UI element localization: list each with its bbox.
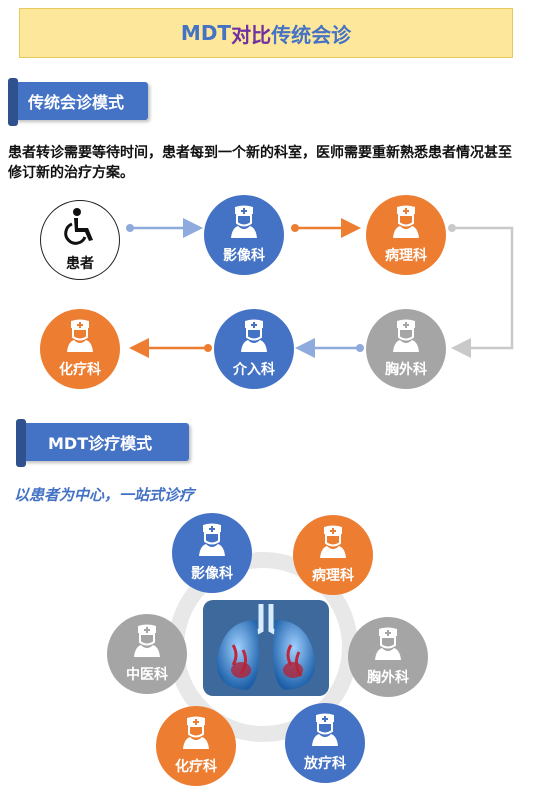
nurse-icon <box>241 319 267 352</box>
arrow-interventional-to-chemo <box>129 338 212 358</box>
node-interventional: 介入科 <box>214 309 294 389</box>
mdt-heading-text: MDT诊疗模式 <box>48 434 153 453</box>
mdt-node-chemotherapy: 化疗科 <box>156 706 236 786</box>
arrow-pathology-to-thoracic <box>448 224 514 358</box>
mdt-node-radiotherapy-label: 放疗科 <box>304 756 346 772</box>
mdt-heading: MDT诊疗模式 <box>16 419 189 467</box>
traditional-heading-text: 传统会诊模式 <box>28 93 125 112</box>
nurse-icon <box>183 716 209 749</box>
nurse-icon <box>312 713 338 746</box>
nurse-icon <box>231 205 257 238</box>
traditional-description: 患者转诊需要等待时间，患者每到一个新的科室，医师需要重新熟悉患者情况甚至修订新的… <box>8 145 512 181</box>
lungs-illustration <box>203 600 329 696</box>
node-interventional-label: 介入科 <box>233 362 275 378</box>
node-imaging: 影像科 <box>204 195 284 275</box>
node-pathology-label: 病理科 <box>385 248 427 264</box>
mdt-node-thoracic-surgery-label: 胸外科 <box>367 670 409 686</box>
mdt-node-tcm-label: 中医科 <box>126 667 168 683</box>
mdt-node-imaging-label: 影像科 <box>191 566 233 582</box>
patient-node: 患者 <box>40 200 120 280</box>
wheelchair-icon <box>64 208 93 245</box>
traditional-heading: 传统会诊模式 <box>8 78 148 126</box>
nurse-icon <box>199 523 225 556</box>
nurse-icon <box>393 205 419 238</box>
nurse-icon <box>134 624 160 657</box>
mdt-node-tcm: 中医科 <box>107 614 187 694</box>
node-pathology: 病理科 <box>366 195 446 275</box>
node-thoracic-surgery: 胸外科 <box>366 309 446 389</box>
patient-label: 患者 <box>66 256 94 272</box>
mdt-subtitle: 以患者为中心，一站式诊疗 <box>14 486 195 504</box>
mdt-node-radiotherapy: 放疗科 <box>285 703 365 783</box>
node-thoracic-surgery-label: 胸外科 <box>385 362 427 378</box>
mdt-node-chemotherapy-label: 化疗科 <box>175 759 217 775</box>
node-chemotherapy: 化疗科 <box>40 309 120 389</box>
nurse-icon <box>393 319 419 352</box>
title-part-traditional: 传统会诊 <box>271 22 352 47</box>
mdt-node-pathology-label: 病理科 <box>312 568 354 584</box>
mdt-node-thoracic-surgery: 胸外科 <box>348 617 428 697</box>
mdt-node-pathology: 病理科 <box>293 515 373 595</box>
node-imaging-label: 影像科 <box>223 248 265 264</box>
title-part-compare: 对比 <box>231 22 272 47</box>
mdt-node-imaging: 影像科 <box>172 513 252 593</box>
arrow-patient-to-imaging <box>126 218 203 238</box>
title-part-mdt: MDT <box>180 21 232 45</box>
node-chemotherapy-label: 化疗科 <box>59 362 101 378</box>
arrow-thoracic-to-interventional <box>295 338 364 358</box>
nurse-icon <box>320 525 346 558</box>
nurse-icon <box>375 627 401 660</box>
arrow-imaging-to-pathology <box>291 218 361 238</box>
nurse-icon <box>67 319 93 352</box>
